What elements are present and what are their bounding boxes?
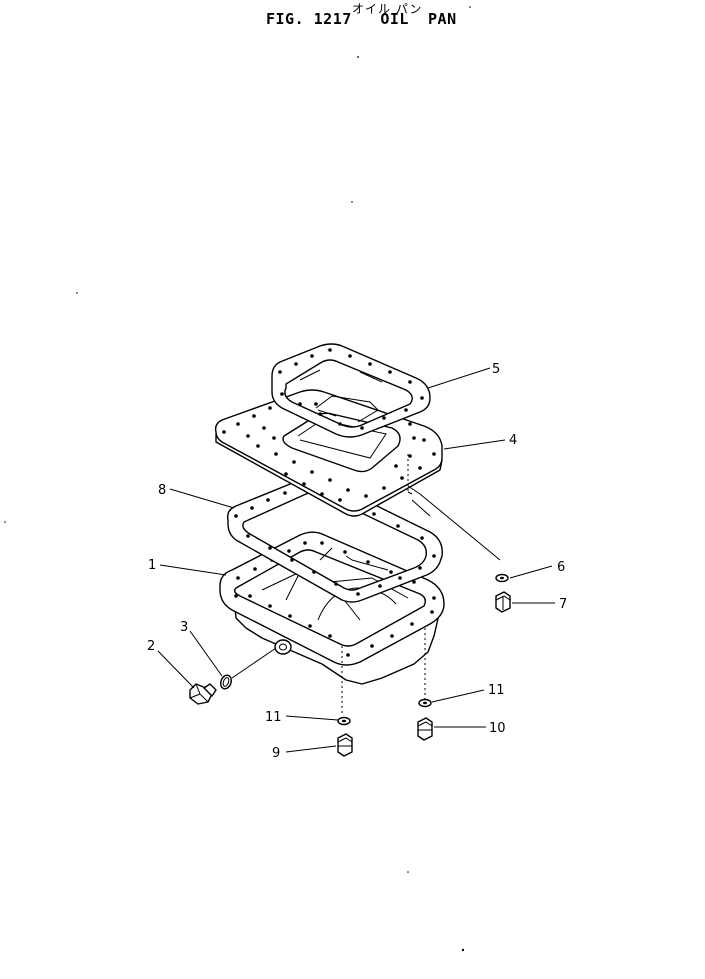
o-ring-part-3: [220, 674, 232, 690]
callout-labels: 1 2 3 4 5 6 7 8 9 10 11 11: [147, 362, 567, 761]
figure-title: FIG. 1217 OIL PAN: [266, 10, 457, 28]
assembly-center-lines: [341, 454, 501, 716]
bolt-part-10: [417, 717, 433, 741]
callout-11-left: 11: [265, 710, 282, 725]
bolt-part-7: [495, 591, 511, 613]
callout-4: 4: [509, 433, 517, 448]
callout-1: 1: [148, 558, 156, 573]
washer-part-6: [495, 573, 509, 583]
oil-pan-bolt-holes: [234, 541, 436, 657]
figure-subtitle-japanese: オイル パン: [352, 2, 423, 16]
callout-9: 9: [272, 746, 280, 761]
callout-10: 10: [489, 721, 506, 736]
scan-specks: [4, 6, 471, 952]
gasket-5-bolt-holes: [278, 348, 424, 430]
callout-7: 7: [559, 597, 567, 612]
bolt-part-9: [337, 733, 353, 757]
gasket-part-5: [271, 343, 431, 438]
drain-plug-part-2: [189, 683, 217, 705]
oil-pan-part-1: [219, 531, 445, 685]
washer-part-11-left: [337, 716, 351, 726]
callout-8: 8: [158, 483, 166, 498]
callout-3: 3: [180, 620, 188, 635]
callout-5: 5: [492, 362, 500, 377]
callout-6: 6: [557, 560, 565, 575]
callout-2: 2: [147, 639, 155, 654]
callout-11-right: 11: [488, 683, 505, 698]
callout-leader-lines: [157, 367, 555, 753]
washer-part-11-right: [418, 698, 432, 708]
